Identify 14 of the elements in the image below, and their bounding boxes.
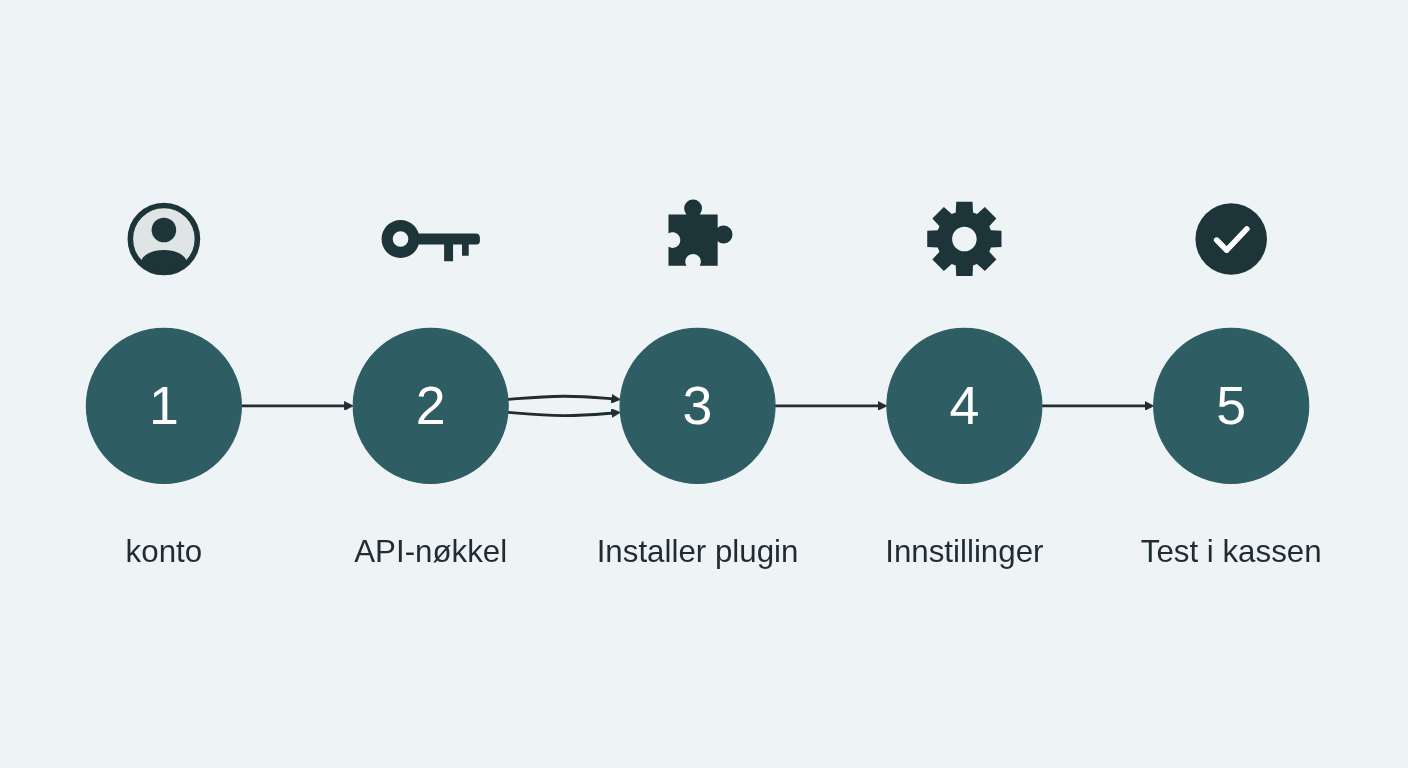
- node-circle: 5: [1153, 327, 1310, 484]
- node-circle: 3: [619, 327, 776, 484]
- step-label: Innstillinger: [885, 533, 1044, 569]
- arrow: [241, 401, 354, 411]
- step-label: API-nøkkel: [354, 533, 508, 569]
- step-label: Installer plugin: [596, 533, 799, 569]
- arrow: [775, 401, 888, 411]
- node-circle: 1: [85, 327, 242, 484]
- node-circle: 2: [352, 327, 509, 484]
- node-circle: 4: [886, 327, 1043, 484]
- arrow: [507, 393, 621, 404]
- step-label: Test i kassen: [1140, 533, 1322, 569]
- step-label: konto: [125, 533, 203, 569]
- arrow: [507, 408, 621, 419]
